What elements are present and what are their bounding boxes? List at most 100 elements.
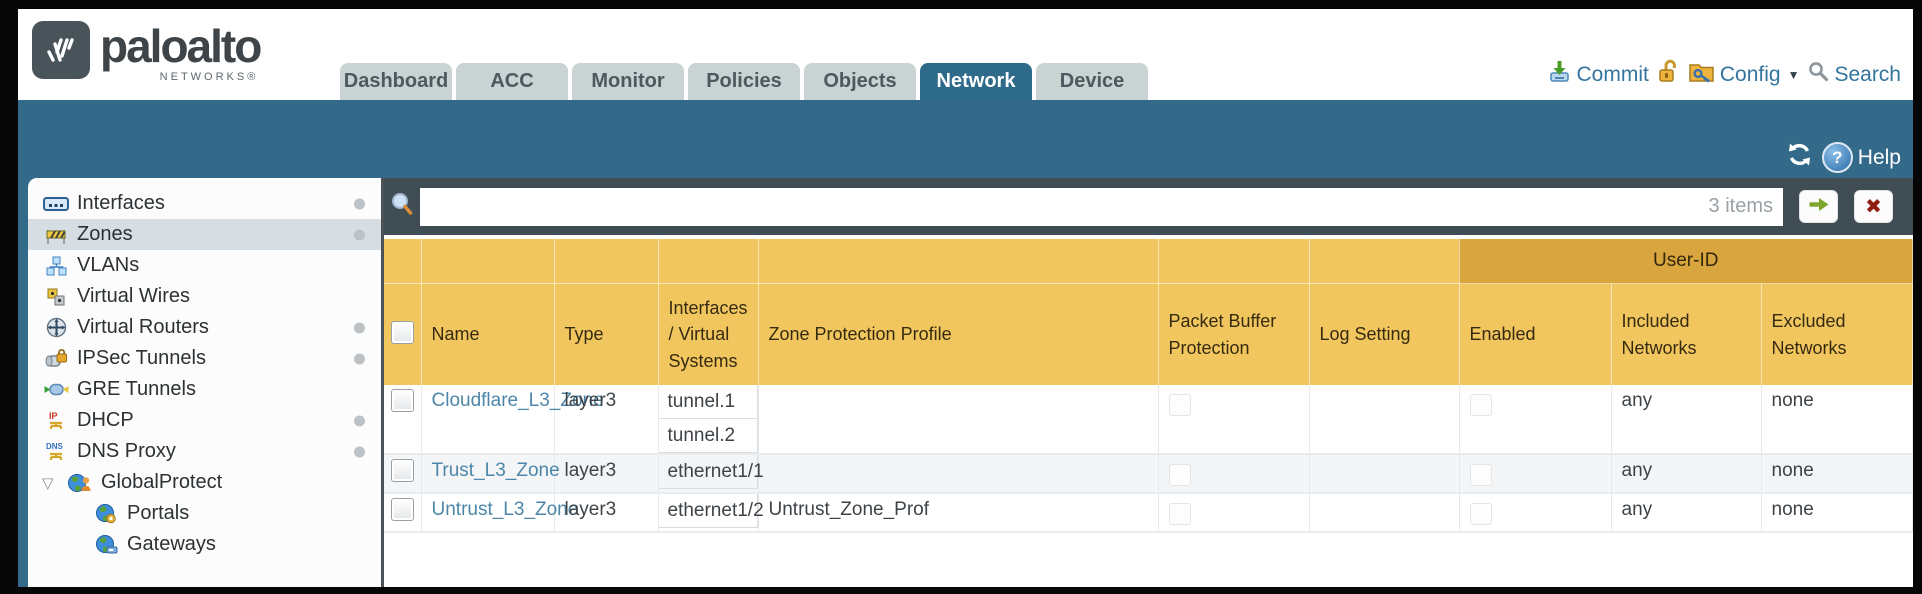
select-all-header[interactable] <box>384 283 422 385</box>
col-interfaces[interactable]: Interfaces / Virtual Systems <box>658 283 759 385</box>
interface-entry: ethernet1/2 <box>658 494 764 528</box>
zone-type: layer3 <box>554 493 659 532</box>
dhcp-icon: IP <box>42 410 70 432</box>
packet-buffer-protection <box>1158 493 1310 532</box>
filter-input[interactable] <box>430 194 1709 219</box>
sidebar-item-interfaces[interactable]: Interfaces <box>28 188 381 219</box>
header-actions: Commit Config ▼ <box>1547 59 1901 90</box>
tab-monitor[interactable]: Monitor <box>572 63 684 100</box>
column-header-row: Name Type Interfaces / Virtual Systems Z… <box>384 283 1913 385</box>
zone-interfaces: ethernet1/2 <box>658 493 764 532</box>
tab-device[interactable]: Device <box>1036 63 1148 100</box>
row-select-checkbox[interactable] <box>390 498 414 521</box>
sidebar-item-gre-tunnels[interactable]: GRE Tunnels <box>28 374 381 405</box>
interface-entry: tunnel.2 <box>658 419 758 453</box>
user-id-enabled-checkbox <box>1469 394 1492 416</box>
col-name[interactable]: Name <box>421 283 555 385</box>
main-panel: 3 items ✖ <box>384 178 1913 587</box>
sidebar-item-label: DHCP <box>77 409 134 431</box>
packet-buffer-checkbox <box>1168 394 1191 416</box>
log-setting <box>1309 493 1460 532</box>
tab-dashboard[interactable]: Dashboard <box>340 63 452 100</box>
sidebar-item-gateways[interactable]: Gateways <box>28 529 381 560</box>
sidebar-item-label: Virtual Wires <box>77 285 190 307</box>
gateways-icon <box>92 534 120 555</box>
status-dot <box>354 198 365 209</box>
sidebar-item-portals[interactable]: Portals <box>28 498 381 529</box>
col-packet-buffer-protection[interactable]: Packet Buffer Protection <box>1158 283 1310 385</box>
sidebar-item-zones[interactable]: Zones <box>28 219 381 250</box>
portals-icon <box>92 503 120 524</box>
col-type[interactable]: Type <box>554 283 659 385</box>
ipsec-tunnels-icon <box>42 348 70 369</box>
commit-button[interactable]: Commit <box>1547 59 1649 90</box>
search-button[interactable]: Search <box>1808 61 1901 88</box>
clear-filter-button[interactable]: ✖ <box>1854 190 1893 223</box>
sidebar-item-label: VLANs <box>77 254 140 276</box>
user-id-group-header: User-ID <box>1459 239 1913 284</box>
tab-policies[interactable]: Policies <box>688 63 800 100</box>
sidebar-item-virtual-wires[interactable]: Virtual Wires <box>28 281 381 312</box>
help-button[interactable]: ? Help <box>1821 142 1901 173</box>
config-menu-button[interactable]: Config ▼ <box>1688 60 1799 90</box>
virtual-wires-icon <box>42 287 70 307</box>
sidebar-item-virtual-routers[interactable]: Virtual Routers <box>28 312 381 343</box>
col-log-setting[interactable]: Log Setting <box>1309 283 1460 385</box>
search-label: Search <box>1834 62 1901 86</box>
zones-table: User-ID Name Type Interfaces / Virtual S… <box>384 239 1913 533</box>
apply-filter-button[interactable] <box>1799 190 1838 223</box>
status-dot <box>354 353 365 364</box>
refresh-icon[interactable] <box>1786 141 1813 174</box>
sidebar-item-dhcp[interactable]: IP DHCP <box>28 405 381 436</box>
packet-buffer-checkbox <box>1168 503 1191 525</box>
select-all-checkbox[interactable] <box>390 321 414 345</box>
sidebar-item-globalprotect[interactable]: ▽ GlobalProtect <box>28 467 381 498</box>
tab-network[interactable]: Network <box>920 63 1032 100</box>
sidebar-item-ipsec-tunnels[interactable]: IPSec Tunnels <box>28 343 381 374</box>
col-excluded-networks[interactable]: Excluded Networks <box>1761 283 1913 385</box>
col-enabled[interactable]: Enabled <box>1459 283 1612 385</box>
status-dot <box>354 322 365 333</box>
expander-triangle-icon[interactable]: ▽ <box>42 474 54 492</box>
sidebar-item-label: IPSec Tunnels <box>77 347 206 369</box>
excluded-networks: none <box>1761 493 1913 532</box>
zones-icon <box>42 225 70 245</box>
lock-icon[interactable] <box>1658 59 1679 90</box>
status-dot <box>354 446 365 457</box>
row-select-checkbox[interactable] <box>390 459 414 482</box>
zone-name-link[interactable]: Untrust_L3_Zone <box>431 499 579 520</box>
sidebar-item-vlans[interactable]: VLANs <box>28 250 381 281</box>
paloalto-logo: paloalto NETWORKS® <box>32 21 262 83</box>
svg-text:IP: IP <box>49 411 58 421</box>
user-id-enabled-checkbox <box>1469 464 1492 486</box>
svg-text:DNS: DNS <box>46 442 64 451</box>
col-zone-protection-profile[interactable]: Zone Protection Profile <box>758 283 1159 385</box>
zone-name-link[interactable]: Cloudflare_L3_Zone <box>431 390 604 411</box>
search-icon <box>1808 61 1829 88</box>
sidebar-item-dns-proxy[interactable]: DNS DNS Proxy <box>28 436 381 467</box>
row-select-checkbox[interactable] <box>390 389 414 412</box>
interface-entry: tunnel.1 <box>658 385 758 419</box>
zone-type: layer3 <box>554 385 659 454</box>
status-dot <box>354 415 365 426</box>
tab-objects[interactable]: Objects <box>804 63 916 100</box>
sidebar-item-label: Interfaces <box>77 192 165 214</box>
packet-buffer-protection <box>1158 385 1310 454</box>
sidebar-item-label: DNS Proxy <box>77 440 176 462</box>
zone-name-link[interactable]: Trust_L3_Zone <box>431 460 560 481</box>
col-included-networks[interactable]: Included Networks <box>1611 283 1762 385</box>
tab-acc[interactable]: ACC <box>456 63 568 100</box>
sidebar-item-label: Gateways <box>127 533 216 555</box>
sidebar-item-label: GlobalProtect <box>101 471 223 493</box>
sidebar-item-label: Zones <box>77 223 133 245</box>
virtual-routers-icon <box>42 317 70 338</box>
filter-search-icon <box>390 191 415 223</box>
commit-icon <box>1547 59 1572 90</box>
brand-subtitle: NETWORKS® <box>159 71 259 83</box>
excluded-networks: none <box>1761 454 1913 493</box>
